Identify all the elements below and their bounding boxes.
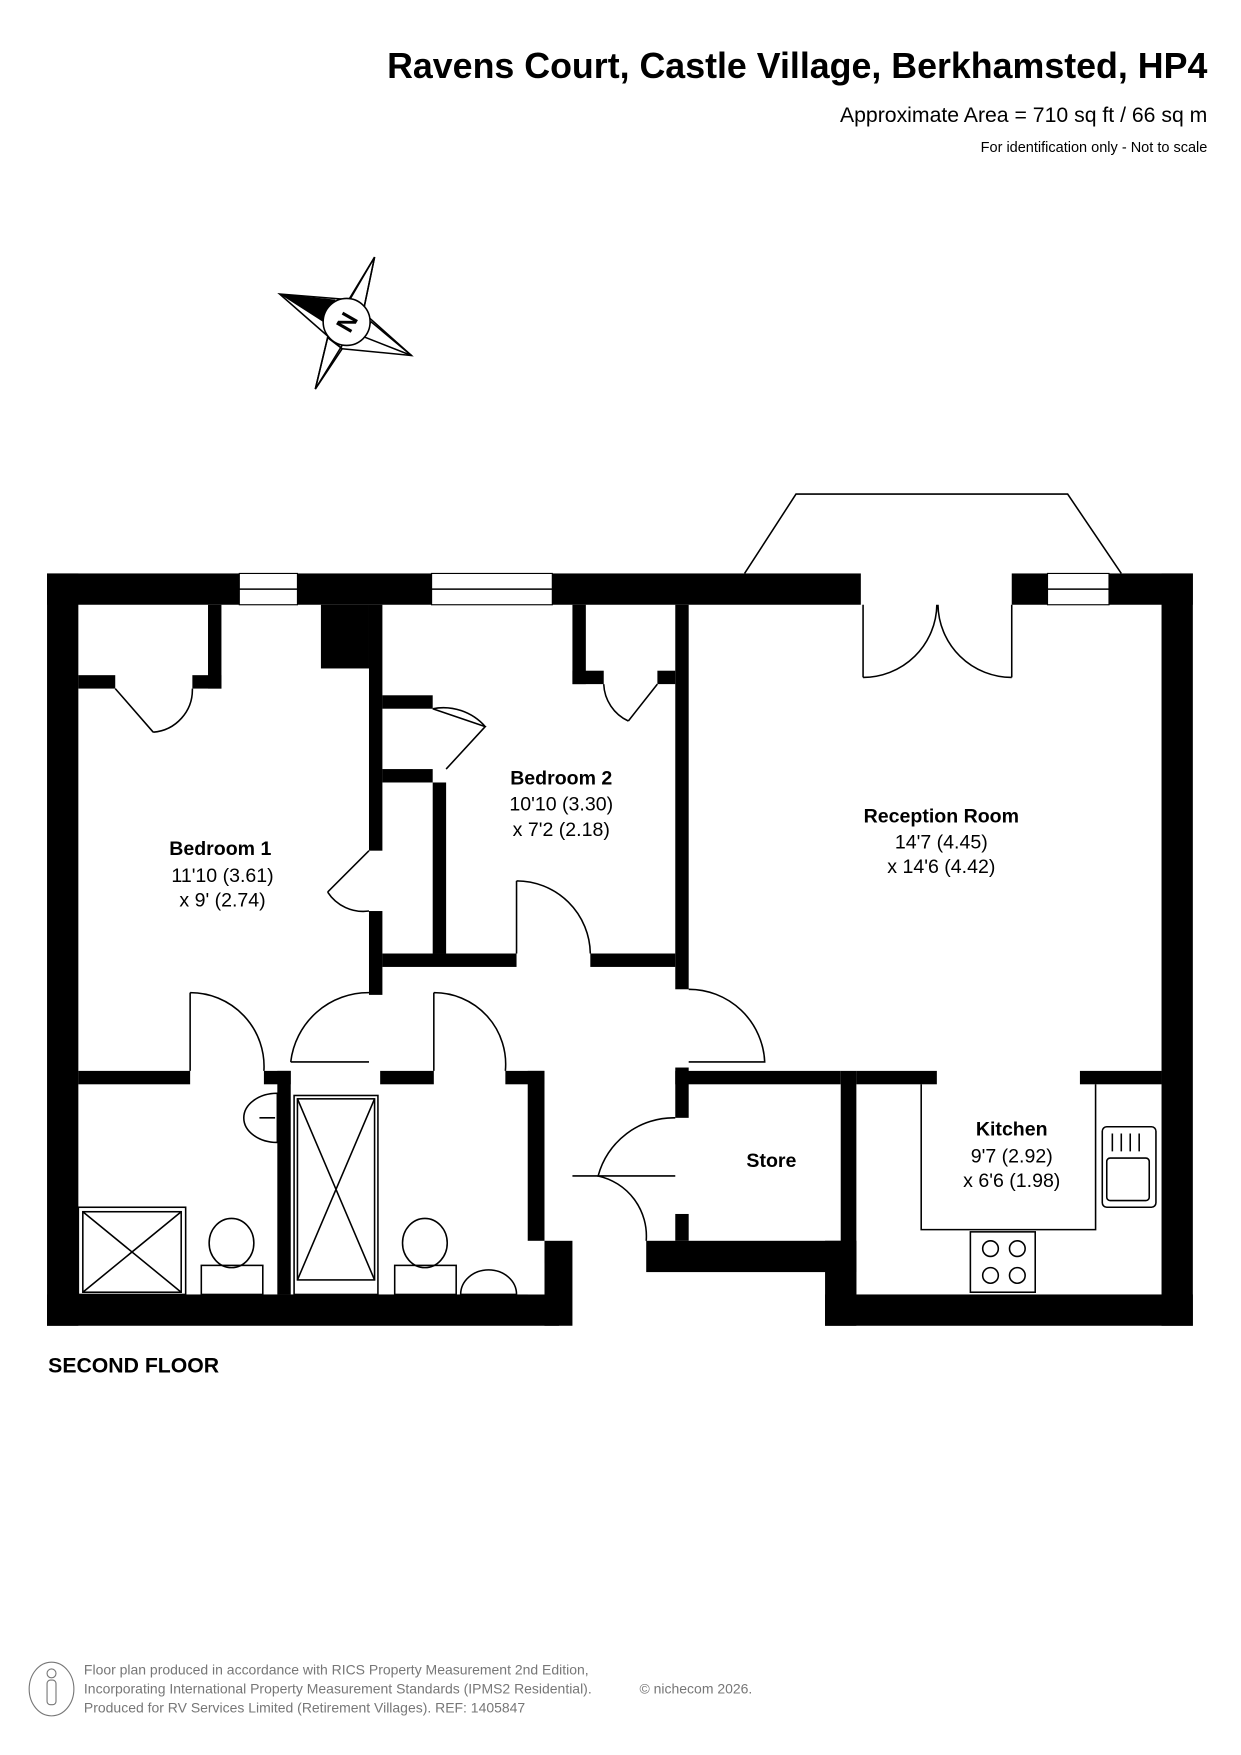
toilet-icon bbox=[200, 1217, 264, 1296]
basin-icon bbox=[459, 1269, 518, 1296]
hob-icon bbox=[969, 1231, 1036, 1293]
room-dimension: x 6'6 (1.98) bbox=[963, 1170, 1060, 1192]
floor-plan bbox=[47, 493, 1193, 1326]
window bbox=[1046, 572, 1110, 606]
disclaimer: For identification only - Not to scale bbox=[981, 140, 1208, 156]
footer-line-2: Incorporating International Property Mea… bbox=[84, 1681, 592, 1697]
footer-copyright: © nichecom 2026. bbox=[640, 1681, 753, 1697]
room-dimension: x 9' (2.74) bbox=[179, 890, 265, 912]
kitchen-sink-icon bbox=[1101, 1125, 1157, 1209]
room-label-bedroom-2: Bedroom 2 10'10 (3.30) x 7'2 (2.18) bbox=[509, 768, 613, 841]
room-name: Kitchen bbox=[976, 1119, 1048, 1141]
room-label-store: Store bbox=[746, 1150, 796, 1172]
compass-icon: N bbox=[277, 256, 414, 390]
footer-line-1: Floor plan produced in accordance with R… bbox=[84, 1662, 589, 1678]
room-dimension: 9'7 (2.92) bbox=[971, 1146, 1053, 1168]
room-dimension: x 14'6 (4.42) bbox=[887, 856, 995, 878]
room-name: Bedroom 2 bbox=[510, 768, 612, 790]
room-name: Bedroom 1 bbox=[169, 838, 271, 860]
window bbox=[431, 572, 553, 606]
room-label-kitchen: Kitchen 9'7 (2.92) x 6'6 (1.98) bbox=[963, 1119, 1060, 1192]
room-label-bedroom-1: Bedroom 1 11'10 (3.61) x 9' (2.74) bbox=[169, 838, 273, 911]
room-name: Reception Room bbox=[864, 806, 1019, 828]
shower-icon bbox=[293, 1094, 379, 1296]
room-label-reception-room: Reception Room 14'7 (4.45) x 14'6 (4.42) bbox=[864, 806, 1019, 878]
footer-line-3: Produced for RV Services Limited (Retire… bbox=[84, 1700, 525, 1716]
shower-tray-icon bbox=[77, 1206, 187, 1296]
room-dimension: 10'10 (3.30) bbox=[509, 793, 613, 815]
room-dimension: 14'7 (4.45) bbox=[895, 831, 988, 853]
basin-icon bbox=[243, 1092, 279, 1144]
window bbox=[238, 572, 299, 606]
room-dimension: 11'10 (3.61) bbox=[171, 865, 273, 887]
floor-label: SECOND FLOOR bbox=[48, 1355, 219, 1378]
ipms-person-icon bbox=[28, 1661, 75, 1717]
room-dimension: x 7'2 (2.18) bbox=[513, 819, 610, 841]
property-title: Ravens Court, Castle Village, Berkhamste… bbox=[387, 46, 1207, 86]
toilet-icon bbox=[393, 1217, 457, 1296]
approximate-area: Approximate Area = 710 sq ft / 66 sq m bbox=[840, 104, 1207, 127]
